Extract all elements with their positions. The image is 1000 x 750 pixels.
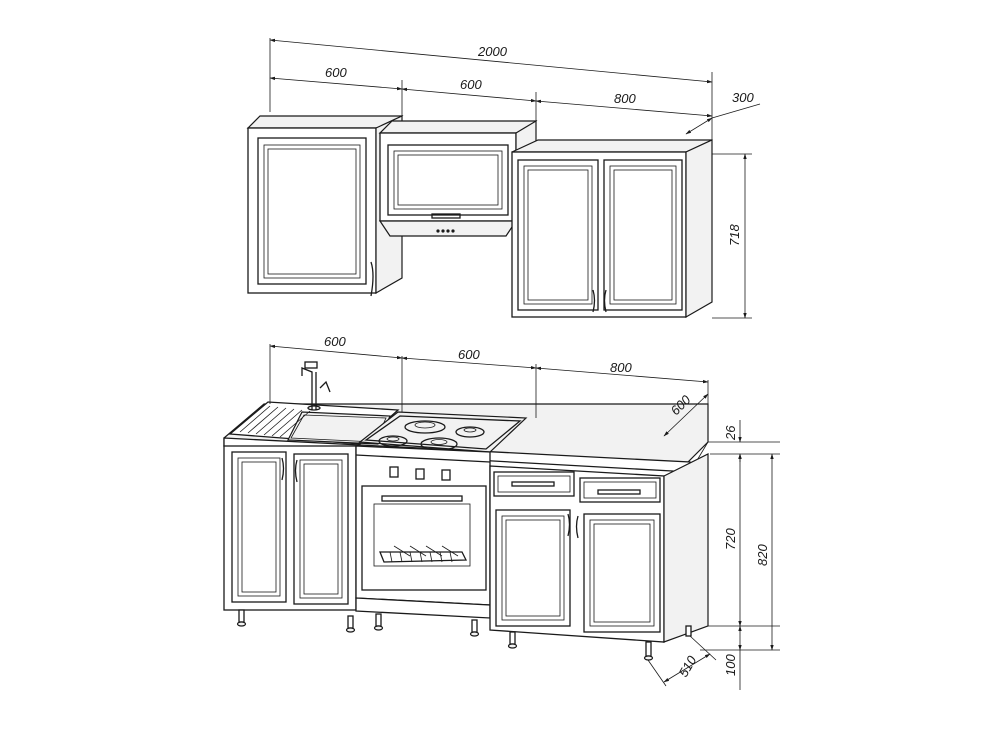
- drainboard-icon: [239, 405, 311, 438]
- leg-icon: [507, 625, 692, 661]
- dim-lower-middle-width: 600: [458, 347, 480, 362]
- upper-cabinets: [246, 115, 713, 319]
- burner-icon: [378, 420, 485, 451]
- dim-upper-depth: 300: [732, 90, 754, 105]
- upper-cabinet-left: [246, 115, 404, 297]
- base-cabinet-left: [223, 445, 357, 633]
- door-handle-icon: [592, 289, 596, 313]
- base-cabinet-right: [489, 453, 709, 661]
- dim-upper-right-width: 800: [614, 91, 636, 106]
- door-handle-icon: [567, 513, 571, 537]
- door-handle-icon: [575, 515, 579, 539]
- upper-dimensions: 2000 600 600 800 300 718: [269, 38, 761, 319]
- faucet-icon: [301, 361, 331, 411]
- oven-rack-icon: [379, 545, 468, 563]
- dim-upper-middle-width: 600: [460, 77, 482, 92]
- dim-plinth-depth: 510: [676, 653, 700, 680]
- dim-lower-left-width: 600: [324, 334, 346, 349]
- door-handle-icon: [281, 457, 285, 481]
- sink: [228, 361, 400, 445]
- oven-knob-icon: [389, 466, 451, 481]
- hood-buttons-icon: [436, 229, 455, 233]
- upper-cabinet-right: [511, 139, 713, 319]
- leg-icon: [373, 613, 480, 637]
- dim-leg-height: 100: [723, 654, 738, 676]
- door-handle-icon: [603, 289, 607, 313]
- leg-icon: [236, 609, 356, 633]
- dim-countertop-thickness: 26: [723, 425, 738, 441]
- door-handle-icon: [294, 459, 298, 483]
- lower-cabinets: [223, 361, 709, 661]
- stove: [355, 411, 528, 637]
- dim-upper-height: 718: [727, 224, 742, 246]
- door-handle-icon: [370, 261, 374, 297]
- dim-body-height: 720: [723, 528, 738, 550]
- dim-total-height: 820: [755, 544, 770, 566]
- dim-upper-total-width: 2000: [477, 44, 508, 59]
- dim-lower-right-width: 800: [610, 360, 632, 375]
- dim-upper-left-width: 600: [325, 65, 347, 80]
